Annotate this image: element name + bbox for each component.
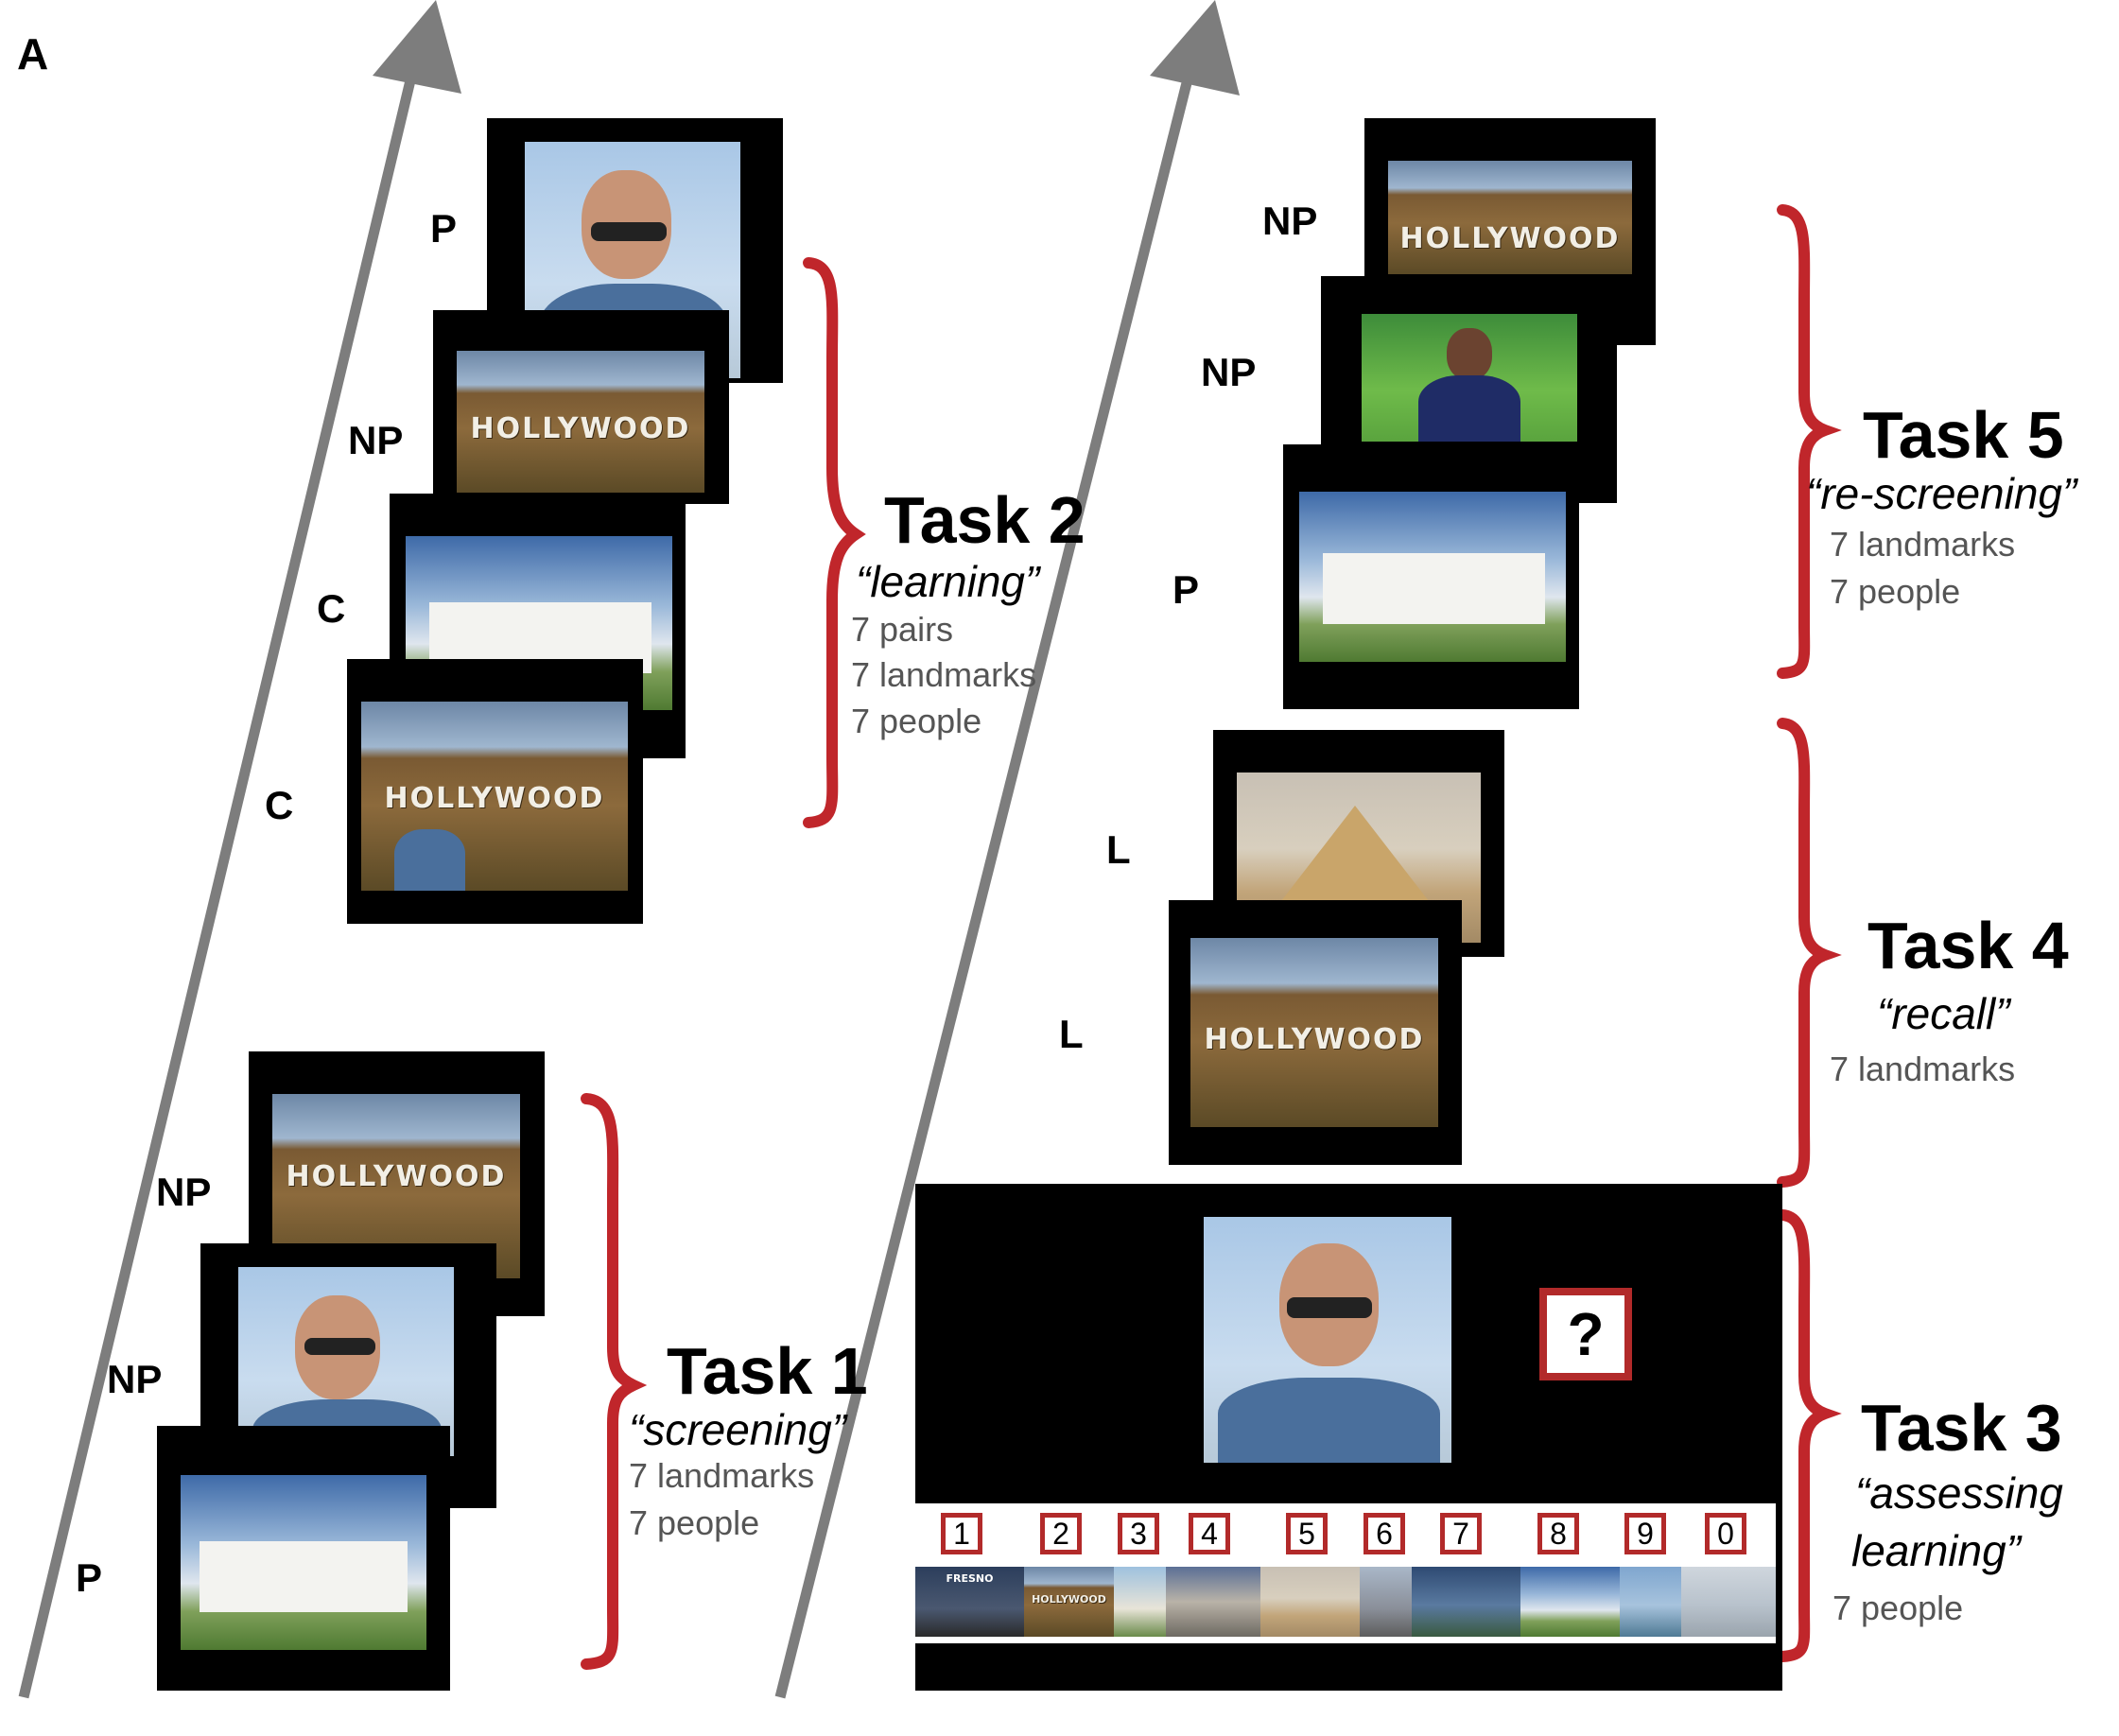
golden-gate-bridge-thumbnail: [1681, 1567, 1776, 1637]
hollywood-sign-text: HOLLYWOOD: [1204, 1023, 1425, 1056]
white-house-photo: [181, 1475, 426, 1650]
response-key-8: 8: [1537, 1513, 1579, 1554]
task4-title: Task 4: [1867, 909, 2069, 982]
task2-trial-frame-2: HOLLYWOOD: [433, 310, 729, 504]
question-mark-box: ?: [1539, 1288, 1632, 1380]
task4-trial-label-2: L: [1059, 1012, 1084, 1056]
task1-trial-frame-3: [157, 1426, 450, 1691]
task5-trial-label-3: P: [1172, 567, 1200, 612]
task4-brace: [1777, 718, 1842, 1188]
task3-title: Task 3: [1861, 1391, 2062, 1465]
task2-brace: [803, 257, 866, 828]
task3-detail-1: 7 people: [1832, 1588, 1964, 1627]
response-key-5: 5: [1286, 1513, 1328, 1554]
task3-brace: [1777, 1209, 1842, 1662]
task1-detail-2: 7 people: [629, 1503, 760, 1542]
hollywood-sign-thumbnail: HOLLYWOOD: [1024, 1567, 1114, 1637]
task2-detail-2: 7 landmarks: [851, 655, 1037, 694]
task2-trial-label-2: NP: [348, 418, 404, 462]
white-house-shape: [200, 1541, 408, 1612]
response-key-2: 2: [1040, 1513, 1082, 1554]
task2-trial-label-3: C: [317, 586, 346, 631]
white-house-thumbnail: [1520, 1567, 1620, 1637]
timeline-arrow-left-shaft: [18, 55, 422, 1699]
statue-of-liberty-thumbnail: [1620, 1567, 1681, 1637]
hollywood-sign-text: HOLLYWOOD: [1399, 222, 1621, 255]
hollywood-sign-text: HOLLYWOOD: [384, 782, 605, 815]
task2-title: Task 2: [884, 483, 1086, 557]
task2-trial-label-4: C: [265, 783, 294, 827]
task1-detail-1: 7 landmarks: [629, 1456, 815, 1495]
task3-subtitle-line1: “assessing: [1855, 1468, 2063, 1518]
golfer-photo: [1362, 314, 1577, 442]
mount-rushmore-thumbnail: [1166, 1567, 1260, 1637]
task5-brace: [1777, 204, 1842, 679]
task2-trial-label-1: P: [430, 206, 458, 251]
white-house-shape: [1323, 553, 1545, 624]
pyramid-shape: [1275, 806, 1435, 910]
sunglasses-icon: [1287, 1297, 1372, 1318]
hollywood-sign-text: HOLLYWOOD: [286, 1160, 507, 1193]
response-key-0: 0: [1705, 1513, 1746, 1554]
task4-subtitle: “recall”: [1877, 989, 2010, 1038]
task5-subtitle: “re-screening”: [1806, 469, 2077, 518]
fresno-caption: FRESNO: [946, 1572, 994, 1585]
response-key-7: 7: [1440, 1513, 1482, 1554]
task2-trial-frame-4: HOLLYWOOD: [347, 659, 643, 924]
task3-subtitle-line2: learning”: [1851, 1526, 2021, 1575]
task4-trial-frame-2: HOLLYWOOD: [1169, 900, 1462, 1165]
task2-detail-1: 7 pairs: [851, 610, 954, 649]
panel-label: A: [17, 29, 49, 78]
task5-trial-label-2: NP: [1201, 350, 1257, 394]
white-house-photo: [1299, 492, 1566, 662]
jacket-shape: [1218, 1378, 1440, 1463]
timeline-arrow-right-shaft: [774, 55, 1199, 1699]
hollywood-caption: HOLLYWOOD: [1032, 1593, 1106, 1606]
task5-trial-frame-3: [1283, 444, 1579, 709]
task2-detail-3: 7 people: [851, 702, 982, 740]
person-photo: [1204, 1217, 1451, 1463]
task1-trial-label-2: NP: [107, 1357, 163, 1401]
timeline-arrow-right-head: [1150, 0, 1240, 95]
response-key-6: 6: [1363, 1513, 1405, 1554]
task5-detail-2: 7 people: [1830, 572, 1961, 611]
task5-detail-1: 7 landmarks: [1830, 525, 2016, 564]
task5-trial-label-1: NP: [1262, 199, 1318, 243]
task2-subtitle: “learning”: [856, 557, 1040, 606]
timeline-arrow-left: [18, 0, 461, 1699]
modern-building-thumbnail: [1412, 1567, 1520, 1637]
task4-detail-1: 7 landmarks: [1830, 1050, 2016, 1088]
response-key-4: 4: [1189, 1513, 1230, 1554]
fresno-arch-thumbnail: FRESNO: [915, 1567, 1024, 1637]
task1-title: Task 1: [667, 1334, 868, 1408]
leaning-tower-thumbnail: [1114, 1567, 1166, 1637]
task1-trial-label-1: NP: [156, 1170, 212, 1214]
person-shape: [394, 829, 465, 891]
task1-subtitle: “screening”: [629, 1405, 847, 1454]
sunglasses-icon: [591, 222, 667, 241]
hollywood-sign-photo: HOLLYWOOD: [1388, 161, 1632, 274]
hollywood-sign-photo: HOLLYWOOD: [457, 351, 704, 493]
response-key-9: 9: [1624, 1513, 1666, 1554]
pyramid-thumbnail: [1260, 1567, 1360, 1637]
response-key-3: 3: [1118, 1513, 1159, 1554]
shirt-shape: [1418, 375, 1520, 442]
timeline-arrow-left-head: [373, 0, 461, 94]
task5-title: Task 5: [1863, 398, 2064, 472]
timeline-arrow-right: [774, 0, 1240, 1699]
task4-trial-label-1: L: [1106, 827, 1131, 872]
task1-trial-label-3: P: [76, 1555, 103, 1600]
hollywood-with-person-photo: HOLLYWOOD: [361, 702, 628, 891]
hollywood-sign-text: HOLLYWOOD: [470, 412, 691, 445]
sunglasses-icon: [304, 1338, 375, 1355]
task1-brace: [581, 1093, 648, 1670]
hollywood-sign-photo: HOLLYWOOD: [1190, 938, 1438, 1127]
eiffel-tower-thumbnail: [1360, 1567, 1412, 1637]
response-key-1: 1: [941, 1513, 982, 1554]
face-shape: [1447, 328, 1492, 380]
